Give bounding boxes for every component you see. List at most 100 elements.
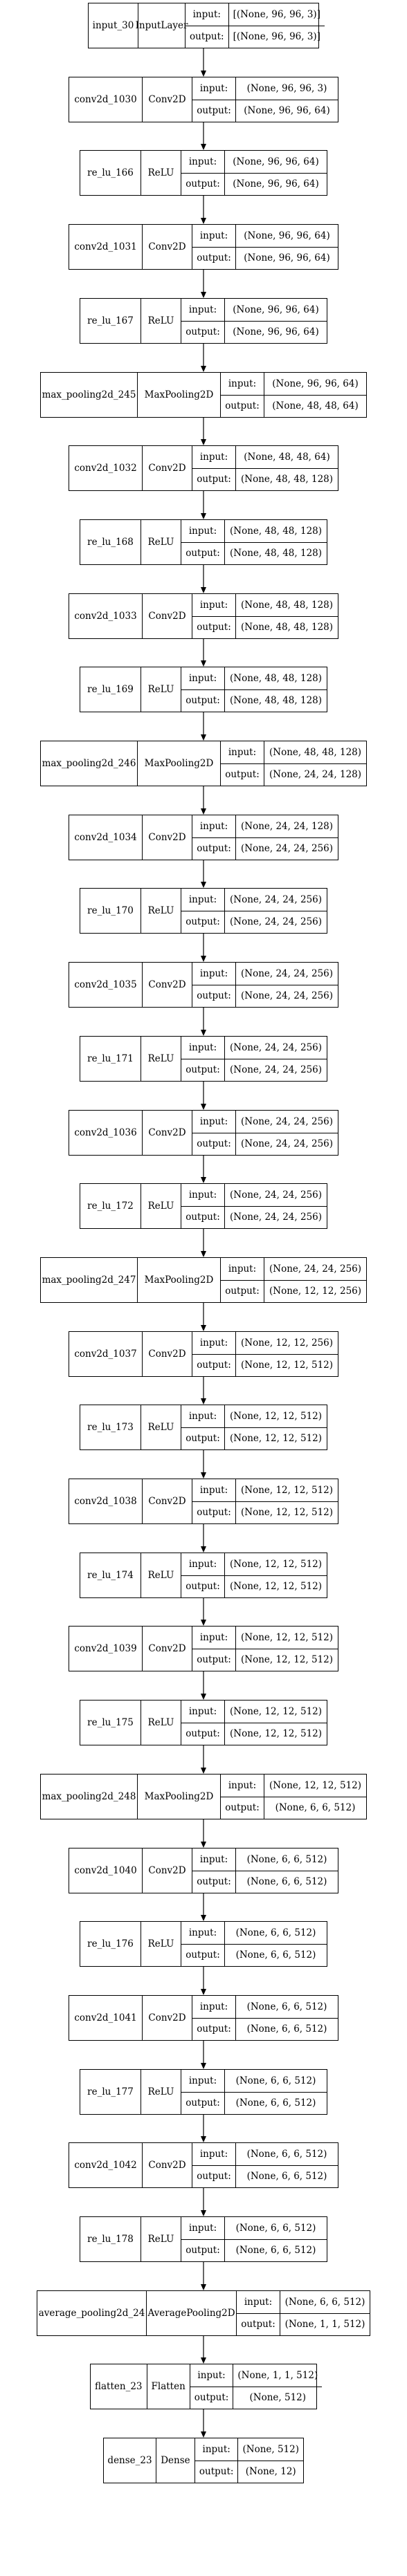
shape-values: (None, 6, 6, 512)(None, 6, 6, 512) (225, 1922, 327, 1966)
layer-type: Conv2D (143, 1332, 192, 1376)
edge-arrowhead (201, 587, 206, 593)
layer-type: ReLU (141, 889, 181, 933)
input-label: input: (188, 1189, 217, 1201)
edge-arrowhead (201, 1177, 206, 1183)
input-label: input: (188, 1041, 217, 1053)
output-label: output: (221, 763, 264, 786)
input-shape: (None, 48, 48, 128) (269, 746, 362, 758)
shape-values: (None, 96, 96, 64)(None, 96, 96, 64) (236, 225, 338, 269)
input-shape: (None, 512) (242, 2443, 299, 2455)
input-shape: (None, 12, 12, 512) (229, 1705, 323, 1717)
layer-type: Conv2D (143, 77, 192, 122)
input-shape: (None, 6, 6, 512) (246, 2148, 327, 2160)
output-shape: (None, 24, 24, 256) (225, 1058, 327, 1082)
output-label: output: (181, 2091, 224, 2115)
input-label: input: (199, 2148, 228, 2160)
io-labels: input:output: (181, 889, 225, 933)
output-shape: (None, 1, 1, 512) (280, 2313, 370, 2336)
io-labels: input: output: (192, 2143, 236, 2187)
output-shape: (None, 6, 6, 512) (264, 1796, 366, 1819)
shape-values: (None, 6, 6, 512)(None, 6, 6, 512) (225, 2217, 327, 2261)
io-labels: input:output: (181, 1405, 225, 1449)
shape-values: (None, 24, 24, 256)(None, 24, 24, 256) (236, 1111, 338, 1155)
layer-name: re_lu_166 (80, 151, 141, 195)
input-label: input: (199, 230, 228, 241)
layer-name: max_pooling2d_247 (41, 1258, 138, 1302)
layer-type: ReLU (141, 1184, 181, 1228)
output-shape: (None, 12, 12, 512) (236, 1648, 338, 1671)
layer-name: input_30 (89, 3, 138, 48)
output-shape: (None, 12, 12, 512) (236, 1501, 338, 1524)
shape-values: (None, 24, 24, 256)(None, 24, 24, 256) (225, 1037, 327, 1081)
output-label: output: (181, 1575, 224, 1598)
edge-arrowhead (201, 956, 206, 962)
layer-name: re_lu_169 (80, 667, 141, 712)
output-shape: (None, 6, 6, 512) (236, 2017, 338, 2041)
io-labels: input:output: (195, 2438, 239, 2483)
input-shape: (None, 6, 6, 512) (235, 2222, 316, 2234)
io-labels: input:output: (190, 2364, 234, 2409)
input-shape: (None, 12, 12, 256) (240, 1337, 334, 1349)
layer-name: flatten_23 (91, 2364, 147, 2409)
input-label: input: (199, 599, 228, 611)
io-labels: input:output: (221, 1775, 264, 1819)
layer-type: Dense (156, 2438, 195, 2483)
shape-values: (None, 96, 96, 64)(None, 48, 48, 64) (264, 373, 366, 417)
layer-name: conv2d_1040 (69, 1848, 143, 1893)
io-labels: input:output: (237, 2291, 280, 2335)
layer-name: re_lu_173 (80, 1405, 141, 1449)
output-shape: (None, 24, 24, 256) (225, 1205, 327, 1229)
shape-values: (None, 12, 12, 512)(None, 12, 12, 512) (236, 1627, 338, 1671)
io-labels: input:output: (181, 520, 225, 564)
input-label: input: (199, 1115, 228, 1127)
io-labels: input:output: (181, 1037, 225, 1081)
output-shape: (None, 6, 6, 512) (236, 2165, 338, 2188)
shape-values: (None, 24, 24, 256)(None, 24, 24, 256) (225, 889, 327, 933)
output-shape: (None, 48, 48, 128) (225, 689, 327, 712)
layer-type: Conv2D (143, 1111, 192, 1155)
edge-arrowhead (201, 660, 206, 667)
output-shape: (None, 48, 48, 128) (236, 615, 338, 639)
output-label: output: (192, 467, 235, 491)
layer-name: conv2d_1034 (69, 815, 143, 860)
layer-type: ReLU (141, 667, 181, 712)
input-shape: (None, 6, 6, 512) (246, 2001, 327, 2012)
output-label: output: (192, 615, 235, 639)
output-shape: (None, 24, 24, 256) (236, 984, 338, 1008)
shape-values: (None, 24, 24, 256)(None, 24, 24, 256) (236, 963, 338, 1007)
output-label: output: (192, 1648, 235, 1671)
input-label: input: (197, 2369, 226, 2381)
layer-name: re_lu_178 (80, 2217, 141, 2261)
output-shape: (None, 48, 48, 128) (225, 541, 327, 565)
edge-arrowhead (201, 439, 206, 445)
output-shape: (None, 48, 48, 64) (264, 394, 366, 418)
edge-arrowhead (201, 292, 206, 298)
edge-arrowhead (201, 144, 206, 150)
output-label: output: (237, 2313, 280, 2336)
input-label: input: (228, 1263, 257, 1275)
output-label: output: (181, 689, 224, 712)
edge-arrowhead (201, 1325, 206, 1331)
output-label: output: (192, 1501, 235, 1524)
edge-arrowhead (201, 1694, 206, 1700)
output-shape: (None, 12, 12, 512) (225, 1575, 327, 1598)
edge-arrowhead (201, 1989, 206, 1995)
output-label: output: (181, 1205, 224, 1229)
input-shape: (None, 96, 96, 64) (233, 156, 319, 167)
io-labels: input:output: (192, 1332, 236, 1376)
edge-arrowhead (201, 2136, 206, 2142)
shape-values: (None, 12, 12, 512)(None, 12, 12, 512) (225, 1553, 327, 1597)
output-label: output: (192, 2165, 235, 2188)
shape-values: (None, 24, 24, 128)(None, 24, 24, 256) (236, 815, 338, 860)
io-labels: input: output: (192, 594, 236, 638)
io-labels: input:output: (192, 963, 236, 1007)
